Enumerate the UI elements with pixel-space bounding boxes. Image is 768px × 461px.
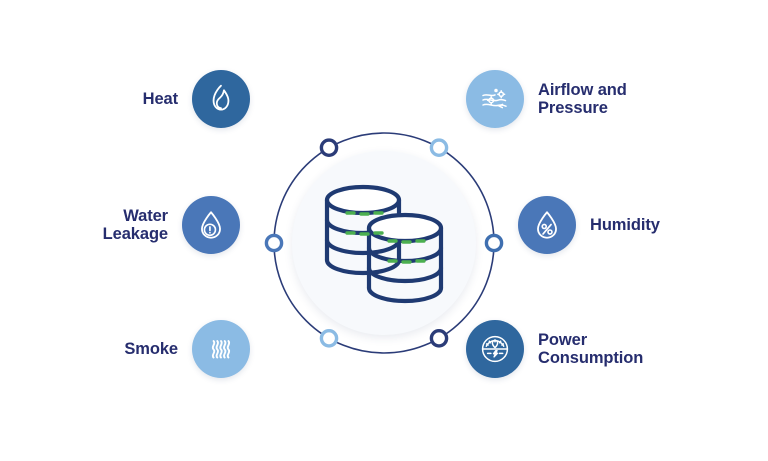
water-drop-percent-icon — [537, 211, 557, 239]
sensor-humidity-label: Humidity — [590, 215, 660, 234]
sensor-airflow-and-pressure[interactable]: Airflow and Pressure — [466, 70, 746, 128]
smoke-waves-icon — [211, 340, 231, 359]
sensor-humidity-badge[interactable] — [518, 196, 576, 254]
sensor-power-label: Power Consumption — [538, 330, 644, 367]
ring-node-right — [484, 233, 504, 253]
sensor-airflow-badge[interactable] — [466, 70, 524, 128]
hub-ring — [264, 132, 504, 354]
airflow-icon — [482, 88, 507, 109]
sensor-heat[interactable]: Heat — [40, 70, 250, 128]
sensor-heat-badge[interactable] — [192, 70, 250, 128]
sensor-water-leakage-label: Water Leakage — [102, 206, 168, 243]
sensor-smoke-label: Smoke — [124, 339, 178, 358]
sensor-smoke-badge[interactable] — [192, 320, 250, 378]
sensor-water-leakage-badge[interactable] — [182, 196, 240, 254]
flame-icon — [212, 84, 230, 111]
center-hub — [264, 129, 504, 357]
sensor-smoke[interactable]: Smoke — [50, 320, 250, 378]
ring-node-top-left — [319, 138, 339, 158]
sensor-power-consumption[interactable]: Power Consumption — [466, 320, 756, 378]
ring-node-bottom-left — [319, 328, 339, 348]
water-drop-alert-icon — [201, 211, 221, 239]
sensor-airflow-label: Airflow and Pressure — [538, 80, 627, 117]
ring-node-bottom-right — [429, 328, 449, 348]
led-indicators — [345, 211, 426, 264]
sensor-power-badge[interactable] — [466, 320, 524, 378]
ring-node-top-right — [429, 138, 449, 158]
database-stack-icon — [324, 184, 444, 304]
hub-inner-disc — [292, 151, 476, 335]
power-gauge-icon — [481, 335, 509, 363]
ring-node-left — [264, 233, 284, 253]
sensor-water-leakage[interactable]: Water Leakage — [10, 196, 240, 254]
sensor-humidity[interactable]: Humidity — [518, 196, 768, 254]
sensor-heat-label: Heat — [142, 89, 178, 108]
